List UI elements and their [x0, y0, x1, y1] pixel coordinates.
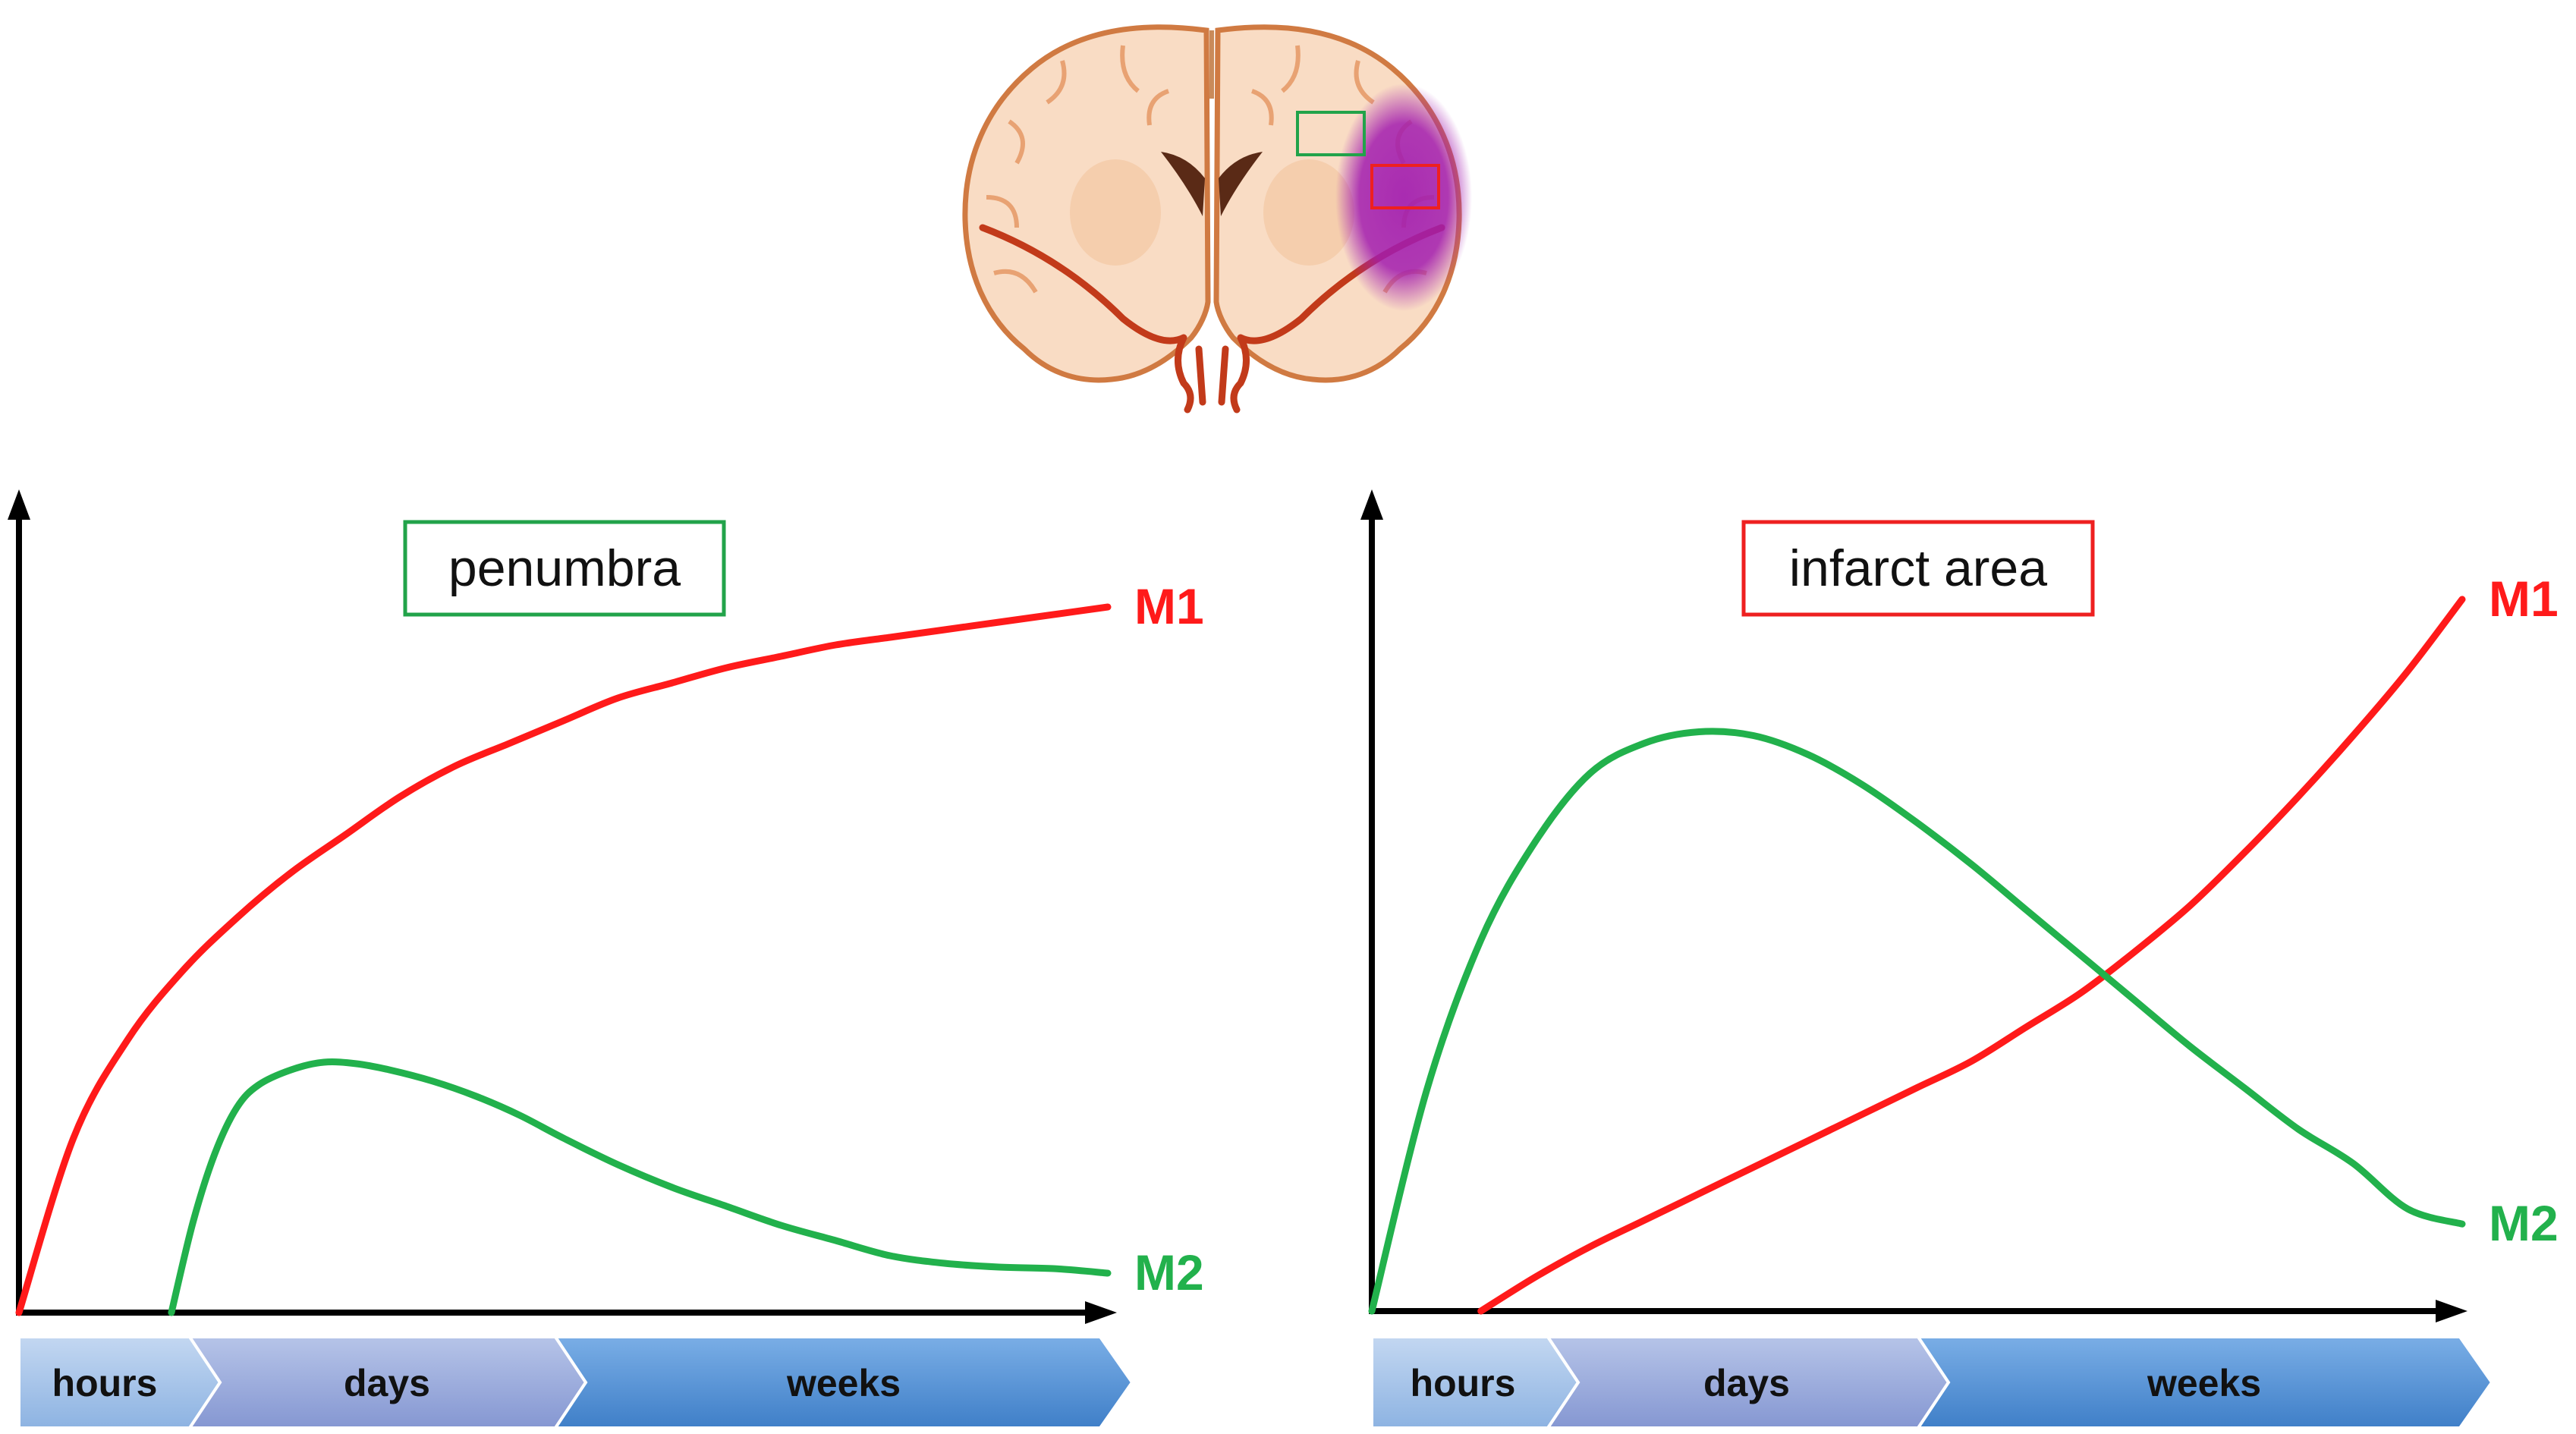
infarct-timeline: hours days weeks [1370, 1335, 2494, 1429]
timeline-hours-label: hours [1411, 1362, 1516, 1404]
brain-right-ventricle [1219, 152, 1263, 216]
penumbra-axes [8, 489, 1117, 1324]
infarct-axes [1360, 489, 2467, 1322]
brain-left-ventricle [1161, 152, 1205, 216]
series-line-m2 [1368, 728, 2466, 1315]
brain-vessels [979, 224, 1445, 414]
timeline-weeks-label: weeks [786, 1362, 901, 1404]
timeline-weeks-segment [552, 1335, 1134, 1429]
infarct-title-box [1741, 520, 2095, 617]
penumbra-x-axis-arrowhead [1085, 1301, 1117, 1324]
brain-white-matter-right [1263, 159, 1354, 266]
timeline-hours-label: hours [52, 1362, 158, 1404]
infarct-x-axis-arrowhead [2436, 1300, 2467, 1322]
timeline-days-label: days [344, 1362, 430, 1404]
infarct-title: infarct area [1789, 539, 2047, 597]
penumbra-series-layer [15, 603, 1112, 1316]
series-line-m1 [15, 603, 1112, 1316]
penumbra-title-box [403, 520, 726, 617]
penumbra-title: penumbra [448, 539, 681, 597]
infarct-lesion [1335, 83, 1472, 311]
infarct-series-layer [1368, 596, 2466, 1315]
penumbra-timeline: hours days weeks [17, 1335, 1134, 1429]
series-line-m1 [1477, 596, 2466, 1315]
infarct-marker-box [1370, 164, 1440, 209]
penumbra-y-axis-arrowhead [8, 489, 30, 520]
brain-white-matter-left [1070, 159, 1161, 266]
timeline-weeks-segment [1915, 1335, 2494, 1429]
series-label-m1: M1 [2489, 571, 2559, 627]
series-line-m2 [168, 1058, 1112, 1316]
infarct-y-axis-arrowhead [1360, 489, 1383, 520]
timeline-days-label: days [1703, 1362, 1790, 1404]
series-label-m2: M2 [1134, 1244, 1204, 1300]
series-label-m2: M2 [2489, 1195, 2559, 1251]
timeline-weeks-label: weeks [2147, 1362, 2261, 1404]
series-label-m1: M1 [1134, 578, 1204, 634]
penumbra-marker-box [1296, 111, 1366, 156]
brain-coronal-section-icon [962, 24, 1472, 414]
